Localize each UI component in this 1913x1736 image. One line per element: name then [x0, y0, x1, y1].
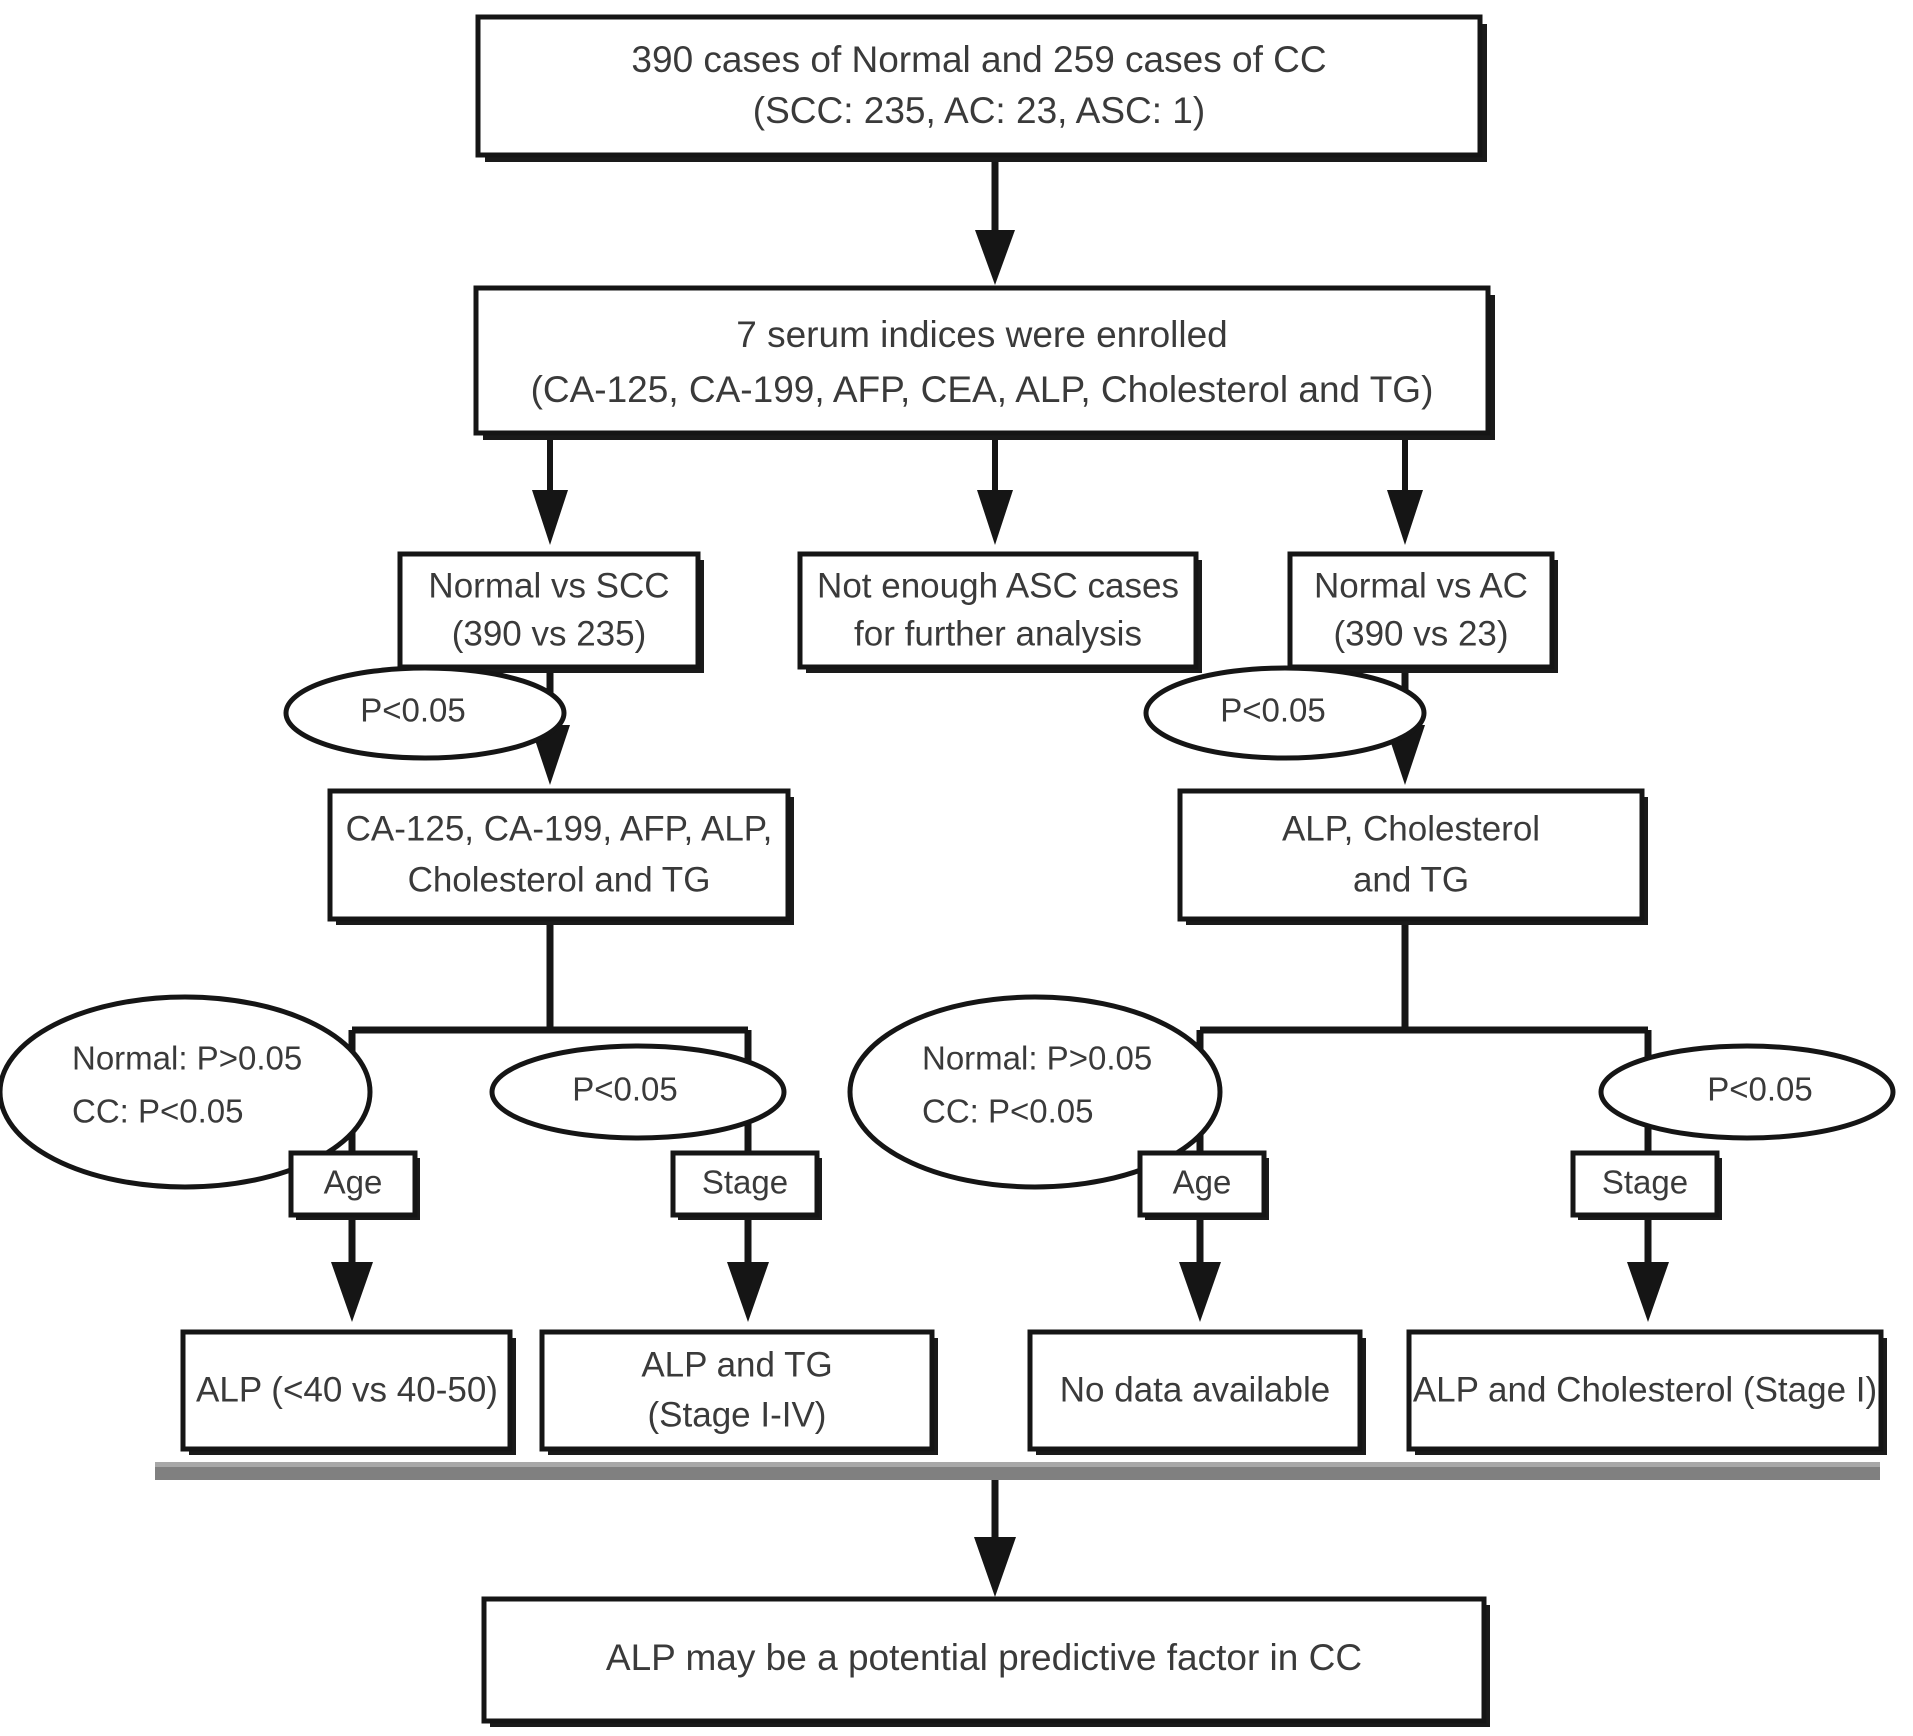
- node-ac-significant-line2: and TG: [1353, 860, 1469, 899]
- node-ac-significant: ALP, Cholesterol and TG: [1177, 788, 1648, 925]
- node-branch-scc-line2: (390 vs 235): [452, 614, 647, 653]
- node-branch-scc: Normal vs SCC (390 vs 235): [397, 551, 704, 673]
- node-scc-significant-line1: CA-125, CA-199, AFP, ALP,: [346, 809, 773, 848]
- edge-label-scc-age-p-line1: Normal: P>0.05: [72, 1040, 302, 1077]
- node-scc-stage: Stage: [670, 1150, 822, 1220]
- node-scc-stage-label: Stage: [702, 1164, 788, 1201]
- edge-label-ac-age-p-line1: Normal: P>0.05: [922, 1040, 1152, 1077]
- edge-label-scc-stage-p: P<0.05: [489, 1043, 787, 1141]
- edge-label-ac-stage-p: P<0.05: [1598, 1043, 1896, 1141]
- node-indices-line1: 7 serum indices were enrolled: [736, 314, 1228, 355]
- node-scc-significant: CA-125, CA-199, AFP, ALP, Cholesterol an…: [327, 788, 794, 925]
- edge-label-ac-stage-p-text: P<0.05: [1707, 1071, 1813, 1108]
- node-cohort-line1: 390 cases of Normal and 259 cases of CC: [631, 39, 1326, 80]
- node-conclusion-line1: ALP may be a potential predictive factor…: [606, 1637, 1362, 1678]
- node-branch-asc-line2: for further analysis: [854, 614, 1142, 653]
- node-branch-asc: Not enough ASC cases for further analysi…: [797, 551, 1202, 673]
- node-result-ac-age-line1: No data available: [1060, 1370, 1330, 1409]
- node-result-ac-age: No data available: [1027, 1329, 1366, 1455]
- edge-label-scc-p-text: P<0.05: [360, 692, 466, 729]
- node-serum-indices: 7 serum indices were enrolled (CA-125, C…: [473, 285, 1495, 440]
- node-branch-ac-line1: Normal vs AC: [1314, 566, 1528, 605]
- node-result-ac-stage: ALP and Cholesterol (Stage I): [1406, 1329, 1887, 1455]
- edge-indices-to-branches: [532, 440, 1423, 545]
- node-scc-significant-line2: Cholesterol and TG: [408, 860, 711, 899]
- node-result-scc-stage: ALP and TG (Stage I-IV): [539, 1329, 938, 1455]
- edge-age-stage-to-results: [331, 1200, 1669, 1322]
- node-branch-asc-line1: Not enough ASC cases: [817, 566, 1179, 605]
- node-ac-significant-line1: ALP, Cholesterol: [1282, 809, 1540, 848]
- edge-label-ac-p-text: P<0.05: [1220, 692, 1326, 729]
- node-branch-ac: Normal vs AC (390 vs 23): [1287, 551, 1558, 673]
- node-cohort-line2: (SCC: 235, AC: 23, ASC: 1): [753, 90, 1205, 131]
- edge-label-ac-age-p: Normal: P>0.05 CC: P<0.05: [847, 994, 1223, 1190]
- section-divider: [155, 1462, 1880, 1480]
- node-branch-ac-line2: (390 vs 23): [1333, 614, 1508, 653]
- node-scc-age: Age: [288, 1150, 420, 1220]
- edge-label-scc-stage-p-text: P<0.05: [572, 1071, 678, 1108]
- node-scc-age-label: Age: [324, 1164, 383, 1201]
- edge-label-ac-p: P<0.05: [1143, 665, 1427, 761]
- node-result-scc-age-line1: ALP (<40 vs 40-50): [196, 1370, 498, 1409]
- edge-ac-significant-split: [1196, 918, 1652, 1152]
- node-ac-age-label: Age: [1173, 1164, 1232, 1201]
- node-branch-scc-line1: Normal vs SCC: [428, 566, 669, 605]
- node-ac-stage-label: Stage: [1602, 1164, 1688, 1201]
- node-result-scc-stage-line1: ALP and TG: [641, 1345, 832, 1384]
- node-ac-stage: Stage: [1570, 1150, 1722, 1220]
- node-result-scc-age: ALP (<40 vs 40-50): [180, 1329, 516, 1455]
- node-result-ac-stage-line1: ALP and Cholesterol (Stage I): [1413, 1370, 1877, 1409]
- node-indices-line2: (CA-125, CA-199, AFP, CEA, ALP, Choleste…: [531, 369, 1434, 410]
- edge-label-scc-age-p: Normal: P>0.05 CC: P<0.05: [0, 994, 373, 1190]
- edge-cohort-to-indices: [975, 160, 1015, 285]
- node-cohort: 390 cases of Normal and 259 cases of CC …: [475, 14, 1487, 162]
- node-ac-age: Age: [1137, 1150, 1269, 1220]
- edge-label-scc-age-p-line2: CC: P<0.05: [72, 1093, 244, 1130]
- edge-label-scc-p: P<0.05: [283, 665, 567, 761]
- edge-label-ac-age-p-line2: CC: P<0.05: [922, 1093, 1094, 1130]
- node-conclusion: ALP may be a potential predictive factor…: [481, 1596, 1490, 1727]
- node-result-scc-stage-line2: (Stage I-IV): [648, 1395, 827, 1434]
- edge-divider-to-conclusion: [974, 1478, 1016, 1597]
